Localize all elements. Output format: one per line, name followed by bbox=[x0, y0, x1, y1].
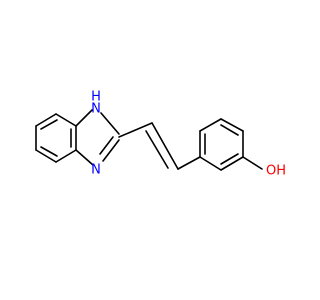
bond-inner bbox=[220, 124, 239, 136]
bond bbox=[102, 139, 120, 162]
bond bbox=[35, 149, 57, 163]
bond bbox=[199, 118, 222, 132]
bond bbox=[220, 118, 244, 132]
structure-drawing: H N N OH bbox=[35, 90, 286, 179]
bond-double bbox=[99, 136, 114, 155]
hydroxyl-label: OH bbox=[266, 164, 286, 179]
bond bbox=[100, 112, 120, 135]
bond-double bbox=[145, 130, 169, 169]
bond bbox=[55, 113, 77, 127]
benzo-ring bbox=[35, 113, 77, 163]
bond bbox=[35, 113, 57, 127]
nh-nitrogen-label: N bbox=[91, 102, 101, 117]
bond bbox=[55, 149, 77, 163]
phenol-ring bbox=[199, 118, 263, 171]
nh-hydrogen-label: H bbox=[91, 90, 101, 105]
bond bbox=[151, 122, 179, 170]
bond bbox=[75, 149, 94, 166]
bond bbox=[199, 156, 222, 171]
bond bbox=[118, 122, 153, 138]
bond-inner bbox=[220, 153, 239, 165]
bond bbox=[75, 109, 93, 127]
bond bbox=[177, 156, 201, 170]
vinyl-linker bbox=[118, 122, 201, 170]
bond bbox=[220, 156, 244, 171]
atom-labels: H N N OH bbox=[91, 90, 286, 179]
imidazole-ring bbox=[75, 109, 120, 166]
imidazole-n-label: N bbox=[91, 163, 101, 178]
bond-inner bbox=[40, 146, 58, 157]
molecule-canvas: H N N OH bbox=[35, 89, 287, 179]
bond bbox=[242, 156, 263, 170]
bond-inner bbox=[40, 119, 58, 130]
